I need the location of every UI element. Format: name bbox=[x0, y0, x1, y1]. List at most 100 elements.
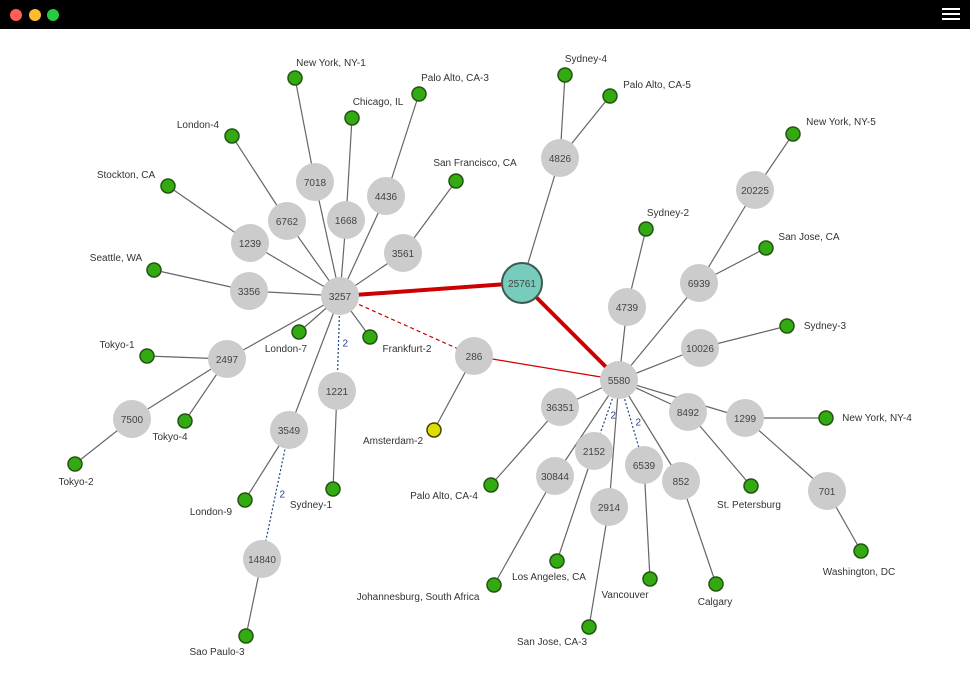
as-node-4436[interactable] bbox=[367, 177, 405, 215]
as-node-30844[interactable] bbox=[536, 457, 574, 495]
as-node-8492[interactable] bbox=[669, 393, 707, 431]
as-node-label: 3549 bbox=[278, 426, 301, 437]
location-node-van[interactable] bbox=[642, 571, 658, 587]
hamburger-menu-icon[interactable] bbox=[942, 8, 960, 21]
as-node-6762[interactable] bbox=[268, 202, 306, 240]
location-node-la[interactable] bbox=[549, 553, 565, 569]
as-node-label: 4826 bbox=[549, 154, 572, 165]
as-node-3561[interactable] bbox=[384, 234, 422, 272]
location-node-dc[interactable] bbox=[853, 543, 869, 559]
location-label: New York, NY-5 bbox=[806, 117, 876, 128]
as-node-label: 4739 bbox=[616, 303, 639, 314]
location-node-syd1[interactable] bbox=[325, 481, 341, 497]
edge-count-label: 2 bbox=[636, 418, 642, 429]
close-window-button[interactable] bbox=[10, 9, 22, 21]
location-node-chi[interactable] bbox=[344, 110, 360, 126]
location-node-tok2[interactable] bbox=[67, 456, 83, 472]
as-node-label: 1299 bbox=[734, 414, 757, 425]
location-node-sp3[interactable] bbox=[238, 628, 254, 644]
as-node-4739[interactable] bbox=[608, 288, 646, 326]
as-node-1239[interactable] bbox=[231, 224, 269, 262]
location-node-tok4[interactable] bbox=[177, 413, 193, 429]
as-node-2497[interactable] bbox=[208, 340, 246, 378]
location-node-pa4[interactable] bbox=[483, 477, 499, 493]
location-node-ny4[interactable] bbox=[818, 410, 834, 426]
location-node-fra2[interactable] bbox=[362, 329, 378, 345]
minimize-window-button[interactable] bbox=[29, 9, 41, 21]
as-node-10026[interactable] bbox=[681, 329, 719, 367]
location-label: London-9 bbox=[190, 507, 233, 518]
as-node-2914[interactable] bbox=[590, 488, 628, 526]
location-node-syd3[interactable] bbox=[779, 318, 795, 334]
as-node-2152[interactable] bbox=[575, 432, 613, 470]
as-node-20225[interactable] bbox=[736, 171, 774, 209]
location-node-ams2[interactable] bbox=[426, 422, 442, 438]
as-node-14840[interactable] bbox=[243, 540, 281, 578]
as-node-3356[interactable] bbox=[230, 272, 268, 310]
edge-n6539-van bbox=[643, 464, 651, 580]
location-label: New York, NY-1 bbox=[296, 58, 366, 69]
as-node-label: 2914 bbox=[598, 503, 621, 514]
location-node-pa3[interactable] bbox=[411, 86, 427, 102]
location-node-ny1[interactable] bbox=[287, 70, 303, 86]
location-node-tok1[interactable] bbox=[139, 348, 155, 364]
location-label: Vancouver bbox=[601, 590, 649, 601]
as-node-25761[interactable] bbox=[501, 262, 543, 304]
location-label: Washington, DC bbox=[823, 567, 895, 578]
as-node-3257[interactable] bbox=[321, 277, 359, 315]
edge-n5580-n30844 bbox=[554, 379, 620, 477]
location-label: Los Angeles, CA bbox=[512, 572, 586, 583]
as-node-label: 14840 bbox=[248, 555, 276, 566]
location-node-stk[interactable] bbox=[160, 178, 176, 194]
location-node-stp[interactable] bbox=[743, 478, 759, 494]
location-node-ny5[interactable] bbox=[785, 126, 801, 142]
edge-n2914-sj3 bbox=[588, 506, 610, 628]
location-label: Sydney-1 bbox=[290, 500, 333, 511]
edge-count-label: 2 bbox=[280, 490, 286, 501]
edge-n30844-jnb bbox=[493, 475, 556, 586]
location-node-cal[interactable] bbox=[708, 576, 724, 592]
location-label: Palo Alto, CA-5 bbox=[623, 80, 691, 91]
as-node-3549[interactable] bbox=[270, 411, 308, 449]
as-node-label: 852 bbox=[673, 477, 690, 488]
edge-n2152-la bbox=[556, 450, 595, 562]
location-label: Johannesburg, South Africa bbox=[357, 592, 480, 603]
as-node-1668[interactable] bbox=[327, 201, 365, 239]
as-node-5580[interactable] bbox=[600, 361, 638, 399]
as-node-1221[interactable] bbox=[318, 372, 356, 410]
as-node-1299[interactable] bbox=[726, 399, 764, 437]
as-node-7018[interactable] bbox=[296, 163, 334, 201]
location-node-sj3[interactable] bbox=[581, 619, 597, 635]
as-node-6939[interactable] bbox=[680, 264, 718, 302]
location-node-lon4[interactable] bbox=[224, 128, 240, 144]
as-node-7500[interactable] bbox=[113, 400, 151, 438]
as-node-6539[interactable] bbox=[625, 446, 663, 484]
as-node-701[interactable] bbox=[808, 472, 846, 510]
location-node-sea[interactable] bbox=[146, 262, 162, 278]
location-node-lon9[interactable] bbox=[237, 492, 253, 508]
location-node-lon7[interactable] bbox=[291, 324, 307, 340]
location-label: San Francisco, CA bbox=[433, 158, 517, 169]
edge-n5580-n2914 bbox=[608, 379, 620, 508]
location-node-syd4[interactable] bbox=[557, 67, 573, 83]
as-node-36351[interactable] bbox=[541, 388, 579, 426]
location-label: Tokyo-1 bbox=[99, 340, 134, 351]
location-node-syd2[interactable] bbox=[638, 221, 654, 237]
location-label: Stockton, CA bbox=[97, 170, 156, 181]
edge-n3257-n2497 bbox=[226, 295, 341, 360]
as-node-852[interactable] bbox=[662, 462, 700, 500]
location-label: Palo Alto, CA-3 bbox=[421, 73, 489, 84]
as-node-label: 20225 bbox=[741, 186, 769, 197]
edge-count-label: 2 bbox=[343, 339, 349, 350]
maximize-window-button[interactable] bbox=[47, 9, 59, 21]
edge-count-label: 2 bbox=[611, 411, 617, 422]
location-node-pa5[interactable] bbox=[602, 88, 618, 104]
location-node-jnb[interactable] bbox=[486, 577, 502, 593]
as-node-label: 30844 bbox=[541, 472, 569, 483]
location-node-sf[interactable] bbox=[448, 173, 464, 189]
location-node-sj[interactable] bbox=[758, 240, 774, 256]
as-node-4826[interactable] bbox=[541, 139, 579, 177]
as-node-286[interactable] bbox=[455, 337, 493, 375]
menu-bar-line bbox=[942, 13, 960, 15]
